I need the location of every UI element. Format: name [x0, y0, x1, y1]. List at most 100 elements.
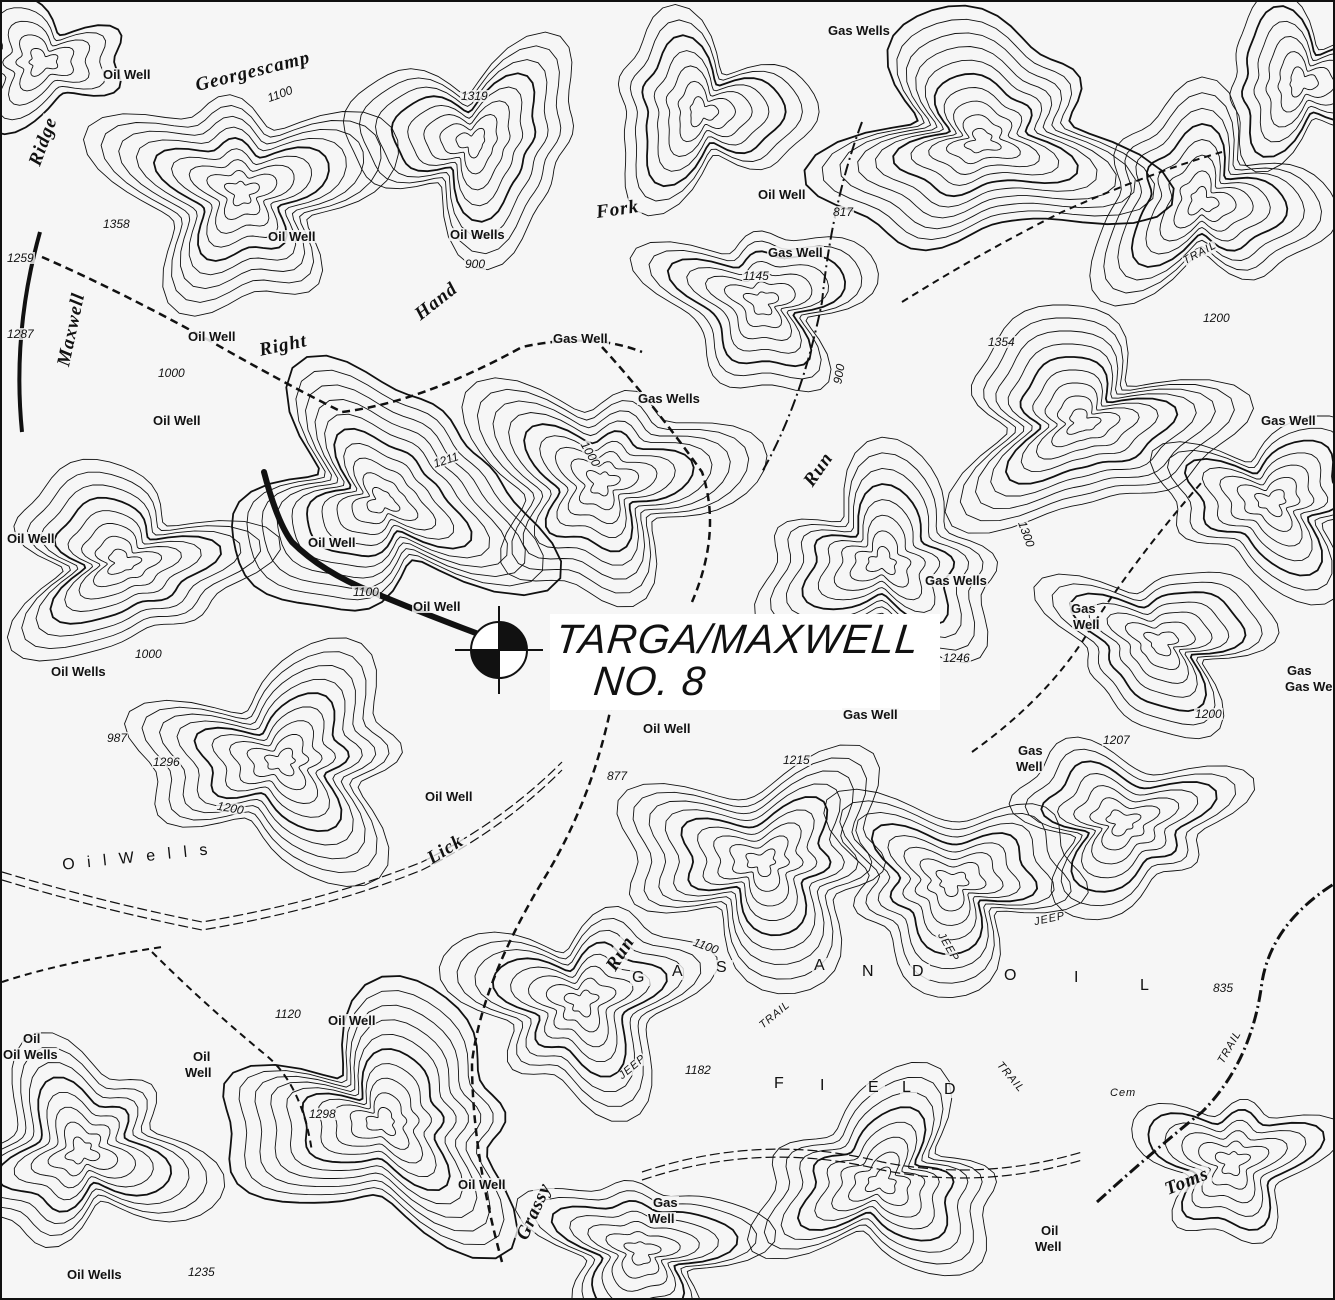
contour-line [665, 65, 753, 157]
contour-line [2, 1076, 173, 1213]
contour-line [1145, 139, 1271, 255]
contour-line [523, 423, 695, 553]
well-label: Oil Well [102, 67, 152, 82]
elevation-label: 1200 [1202, 311, 1231, 325]
contour-line [839, 800, 1072, 984]
contour-line [587, 1220, 700, 1292]
well-label: Gas [652, 1195, 679, 1210]
well-label: Oil Well [152, 413, 202, 428]
well-label: Oil Well [6, 531, 56, 546]
elevation-label: 1215 [782, 753, 811, 767]
elevation-label: 1100 [352, 585, 380, 599]
contour-line [944, 304, 1254, 534]
contour-line [64, 510, 202, 612]
well-label: Well [1034, 1239, 1063, 1254]
well-label: Oil Well [187, 329, 237, 344]
field-letter: D [942, 1081, 962, 1098]
elevation-label: 900 [830, 362, 848, 386]
field-letter: A [670, 963, 689, 980]
contour-line [336, 457, 437, 536]
contour-line [963, 127, 1002, 154]
contour-line [554, 446, 658, 525]
contour-line [629, 19, 803, 202]
field-letter: S [714, 959, 733, 976]
well-label: Oil Well [457, 1177, 507, 1192]
contour-line [1117, 107, 1305, 281]
well-label: Gas Well [842, 707, 899, 722]
elevation-label: 1200 [1194, 707, 1223, 721]
well-label: Oil Wells [50, 664, 107, 679]
contour-line [6, 458, 281, 662]
contour-line [49, 496, 222, 625]
contour-line [1183, 439, 1333, 577]
well-label: Oil [22, 1031, 42, 1046]
contour-line [508, 412, 713, 566]
contour-line [2, 2, 123, 136]
field-letter: I [818, 1077, 831, 1094]
contour-line [864, 1166, 897, 1195]
elevation-label: 1000 [134, 647, 163, 661]
well-label: Oil [1040, 1223, 1060, 1238]
contour-line [318, 1063, 437, 1177]
well-label: Oil Well [412, 599, 462, 614]
well-label: Oil Wells [2, 1047, 59, 1062]
contour-line [570, 458, 640, 511]
cem-label: Cem [1110, 1087, 1137, 1099]
contour-line [763, 1077, 983, 1265]
contour-line [1181, 1130, 1288, 1204]
contour-line [276, 399, 508, 579]
contour-line [796, 1106, 955, 1242]
contour-line [2, 1047, 208, 1237]
field-letter: A [812, 957, 831, 974]
contour-line [492, 400, 731, 580]
contour-line [1124, 621, 1196, 671]
contour-line [919, 858, 987, 912]
field-letter: G [630, 969, 651, 986]
contour-line [705, 271, 813, 341]
road-east [971, 481, 1203, 753]
contour-line [1073, 785, 1180, 865]
contour-line [100, 105, 382, 303]
well-site-symbol[interactable] [455, 606, 543, 694]
contour-line [1219, 464, 1315, 547]
contour-line [680, 796, 832, 937]
elevation-label: 1182 [684, 1063, 712, 1077]
contour-line [349, 1092, 410, 1150]
contour-line [359, 45, 562, 255]
contour-line [92, 535, 163, 588]
well-label: Gas Wells [827, 23, 891, 38]
contour-line [839, 32, 1136, 230]
contour-line [342, 31, 574, 271]
road-double-4 [641, 1156, 1083, 1181]
contour-line [222, 975, 519, 1260]
contour-line [1035, 382, 1140, 460]
elevation-label: 877 [606, 769, 629, 783]
site-label: TARGA/MAXWELL NO. 8 [550, 614, 940, 710]
contour-line [223, 180, 260, 207]
site-name: TARGA/MAXWELL [553, 616, 922, 662]
contour-line [641, 34, 787, 188]
contour-line [229, 720, 323, 804]
contour-line [605, 1231, 681, 1279]
contour-line [456, 917, 702, 1107]
contour-line [375, 59, 549, 239]
elevation-label: 1296 [152, 755, 181, 769]
well-label: Oil Wells [66, 1267, 123, 1282]
well-label: Oil [192, 1049, 212, 1064]
elevation-label: 1259 [6, 251, 35, 265]
contour-line [1253, 20, 1333, 143]
contour-line [78, 523, 182, 600]
contour-line [1147, 1108, 1326, 1231]
contour-line [875, 59, 1098, 208]
contour-line [648, 770, 859, 965]
contour-line [455, 127, 486, 159]
field-letter: F [772, 1075, 790, 1092]
well-label: Gas [1070, 601, 1097, 616]
contour-line [697, 809, 818, 921]
contour-line [545, 977, 617, 1033]
well-label: Well [184, 1065, 213, 1080]
elevation-label: 900 [464, 257, 487, 271]
well-label: Gas [1017, 743, 1044, 758]
contour-line [188, 159, 295, 234]
